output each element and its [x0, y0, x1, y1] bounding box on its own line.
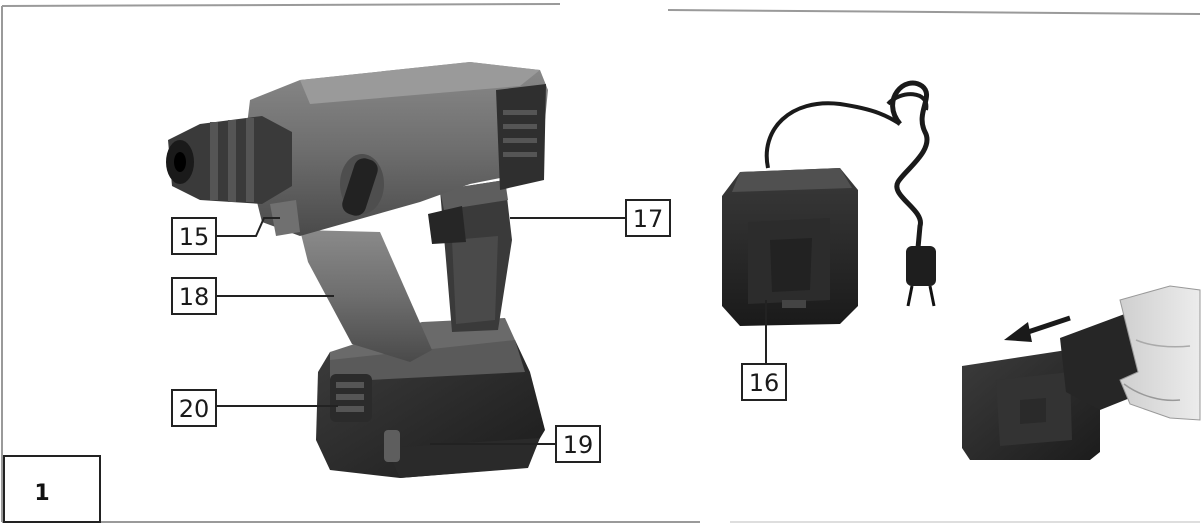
- battery-release-button: [330, 374, 372, 422]
- charger-illustration: [722, 80, 936, 326]
- callout-15: 15: [171, 217, 280, 255]
- callout-16: 16: [741, 300, 787, 401]
- callout-19: 19: [430, 425, 601, 463]
- left-panel: [1, 3, 700, 523]
- hand: [1119, 285, 1201, 421]
- figure-number-box: 1: [3, 455, 101, 523]
- callout-20: 20: [171, 389, 338, 427]
- battery-insertion-illustration: [962, 285, 1201, 460]
- mains-plug: [906, 246, 936, 307]
- callout-17: 17: [510, 199, 671, 237]
- callout-15-label: 15: [179, 223, 210, 251]
- drill-body: [244, 62, 548, 236]
- trigger-switch: [428, 206, 466, 244]
- insert-arrow: [1004, 315, 1071, 342]
- callout-18-label: 18: [179, 283, 210, 311]
- callout-20-label: 20: [179, 395, 210, 423]
- callout-17-label: 17: [633, 205, 664, 233]
- right-panel: [667, 9, 1201, 523]
- handle: [440, 180, 512, 332]
- figure-number: 1: [34, 481, 49, 506]
- rotary-hammer-illustration: [166, 62, 548, 478]
- callout-19-label: 19: [563, 431, 594, 459]
- drill-chuck: [166, 116, 292, 204]
- charger-body: [722, 168, 858, 326]
- callout-16-label: 16: [749, 369, 780, 397]
- callout-18: 18: [171, 277, 334, 315]
